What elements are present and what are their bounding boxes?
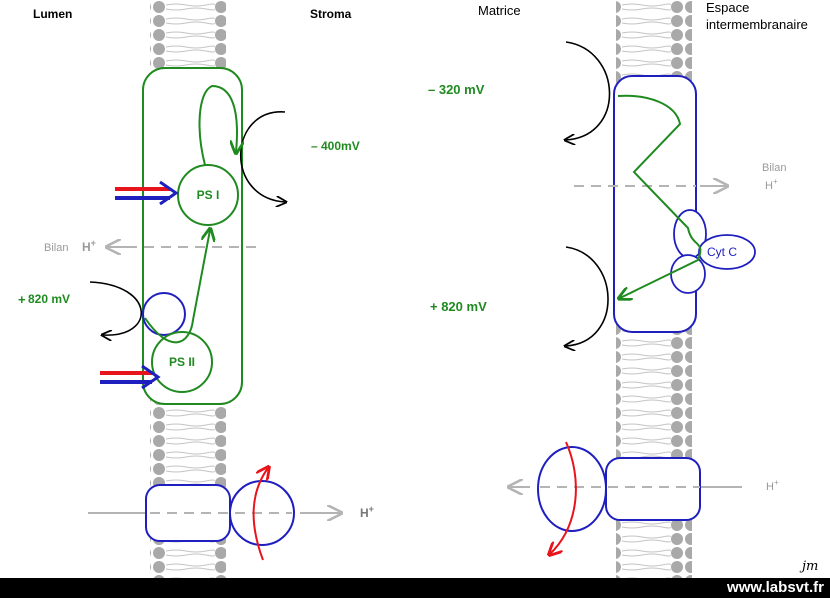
right-h-bottom: H+ xyxy=(766,478,779,493)
signature: jm xyxy=(799,559,818,574)
left-potential-bottom-sign: + xyxy=(18,292,26,307)
left-small-blue-circle xyxy=(142,292,186,336)
right-potential-bottom: + 820 mV xyxy=(430,299,487,314)
left-bilan-label: Bilan xyxy=(44,242,68,254)
right-potential-top: – 320 mV xyxy=(428,82,485,97)
ps1-arrowhead xyxy=(159,180,179,206)
left-potential-top: – 400mV xyxy=(311,139,360,153)
right-bilan-h: H+ xyxy=(765,177,778,192)
ps2-label: PS II xyxy=(169,355,195,369)
left-rotation-arrow xyxy=(252,468,268,561)
matrice-label: Matrice xyxy=(478,3,521,18)
lumen-label: Lumen xyxy=(33,7,72,21)
right-atp-head xyxy=(537,446,607,532)
cytc-lower-oval xyxy=(670,254,706,294)
left-bottom-black-arrow xyxy=(89,281,142,335)
left-top-black-arrow xyxy=(240,111,285,202)
left-potential-bottom: 820 mV xyxy=(28,292,70,306)
left-electron-path-upper xyxy=(198,84,237,166)
left-bilan-h: H+ xyxy=(82,238,96,254)
diagram-canvas: Lumen Stroma Bilan H+ – 400mV + 820 mV P… xyxy=(18,0,818,578)
ps2-arrowhead xyxy=(141,364,161,390)
cytc-ellipse xyxy=(698,234,756,270)
ps2-circle xyxy=(151,331,213,393)
right-rotation-arrow xyxy=(550,441,577,554)
right-complex-box xyxy=(613,75,697,333)
left-h-bottom: H+ xyxy=(360,504,374,520)
stroma-label: Stroma xyxy=(310,7,352,21)
footer-site-link[interactable]: www.labsvt.fr xyxy=(727,579,824,596)
right-electron-path xyxy=(618,94,702,298)
right-top-black-arrow xyxy=(566,41,611,140)
espace-label-line2: intermembranaire xyxy=(706,17,808,32)
footer-bar: www.labsvt.fr xyxy=(0,578,830,598)
espace-label-line1: Espace xyxy=(706,0,749,15)
right-bottom-black-arrow xyxy=(566,246,609,346)
cytc-label: Cyt C xyxy=(707,245,737,259)
right-bilan-label: Bilan xyxy=(762,162,786,174)
ps1-circle xyxy=(177,164,239,226)
ps1-label: PS I xyxy=(197,188,220,202)
right-atp-base xyxy=(605,457,701,521)
left-electron-path-lower xyxy=(144,230,210,344)
